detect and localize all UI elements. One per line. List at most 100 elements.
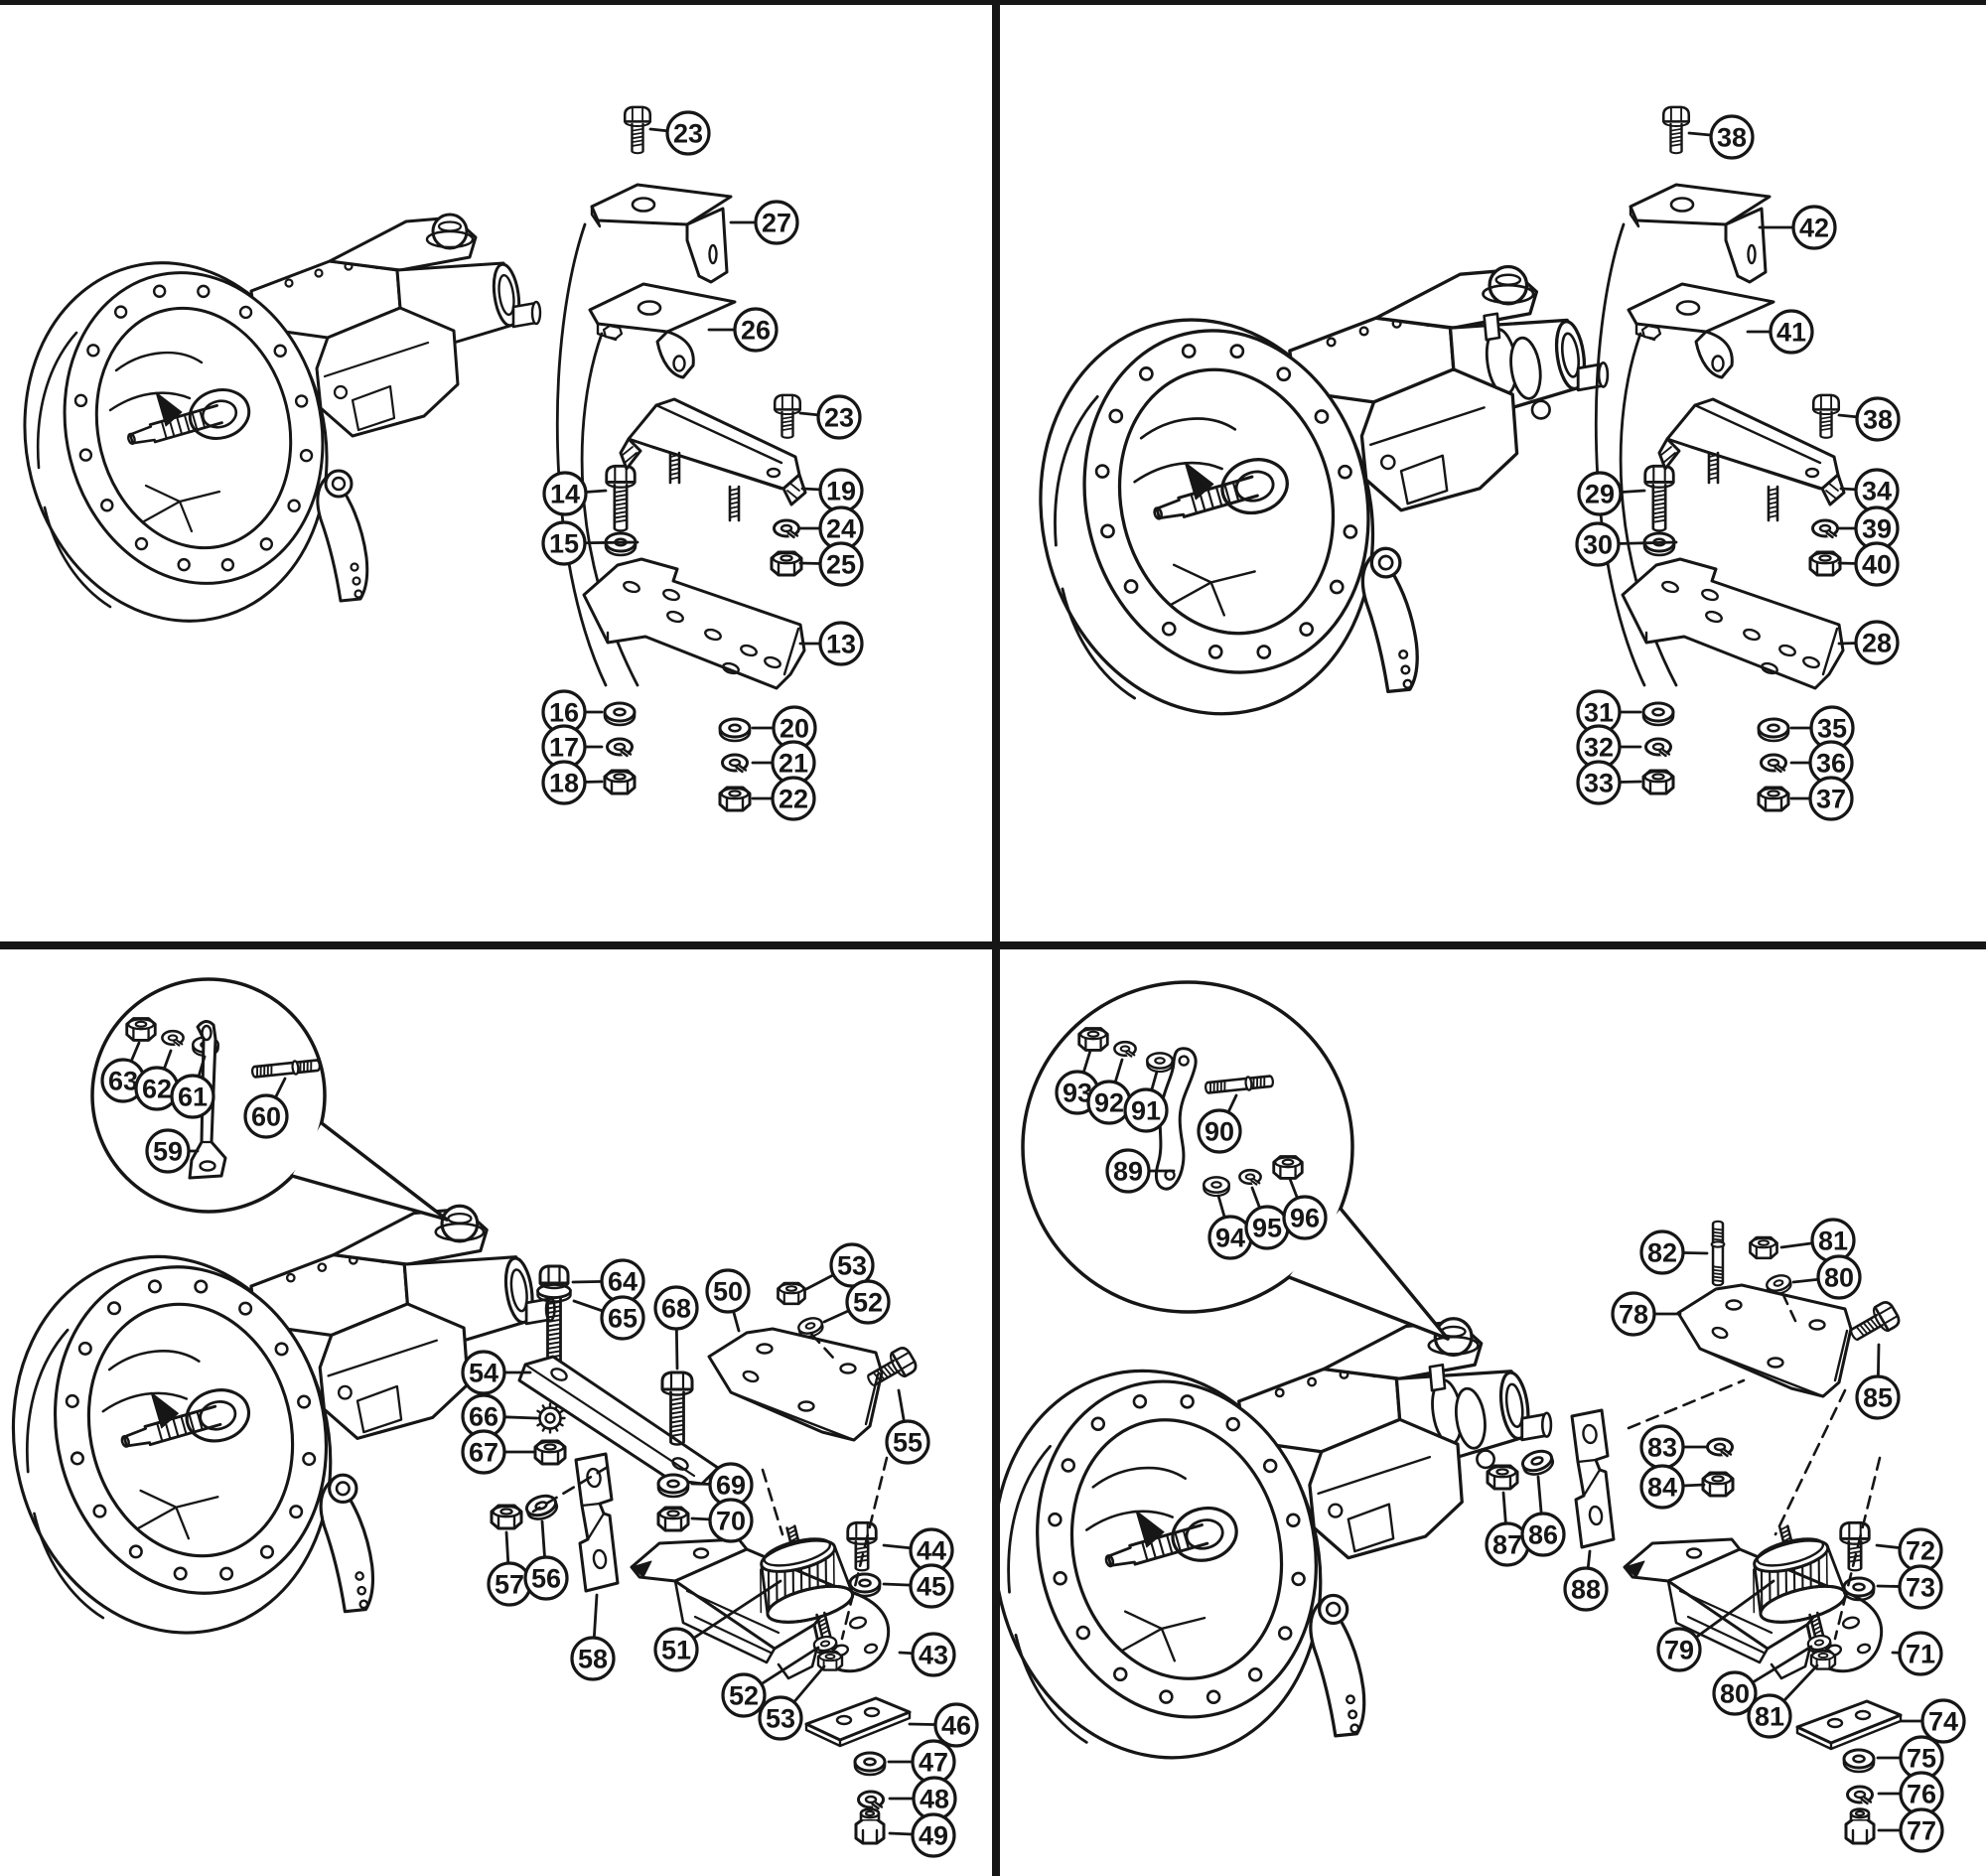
part-boltV xyxy=(1811,393,1841,439)
callout-78: 78 xyxy=(1611,1291,1656,1337)
callout-58: 58 xyxy=(570,1636,616,1681)
gearbox-illustration xyxy=(23,213,542,623)
callout-33: 33 xyxy=(1576,760,1622,805)
svg-text:62: 62 xyxy=(142,1075,172,1104)
part-nut xyxy=(770,550,803,577)
svg-text:77: 77 xyxy=(1907,1816,1936,1846)
callout-82: 82 xyxy=(1639,1229,1685,1275)
callout-53: 53 xyxy=(829,1242,875,1288)
svg-text:53: 53 xyxy=(766,1704,795,1734)
svg-text:35: 35 xyxy=(1817,714,1847,744)
part-spw xyxy=(1846,1785,1874,1805)
callout-13: 13 xyxy=(818,621,864,666)
svg-text:67: 67 xyxy=(469,1438,498,1468)
part-nut xyxy=(1749,1235,1778,1260)
part-washer xyxy=(797,1317,824,1338)
callout-92: 92 xyxy=(1086,1080,1132,1125)
svg-text:55: 55 xyxy=(893,1428,922,1458)
exploded-parts xyxy=(1077,1027,1903,1845)
part-studH xyxy=(1710,1220,1726,1287)
part-boltV xyxy=(773,393,802,439)
callout-38: 38 xyxy=(1709,114,1755,160)
svg-text:95: 95 xyxy=(1252,1214,1282,1243)
part-nut xyxy=(1808,550,1842,577)
callout-41: 41 xyxy=(1769,309,1814,355)
part-bracketT xyxy=(1627,282,1775,379)
part-washer xyxy=(604,531,638,557)
part-nut xyxy=(1757,786,1790,812)
svg-text:72: 72 xyxy=(1906,1536,1935,1566)
svg-text:41: 41 xyxy=(1776,318,1806,348)
svg-text:36: 36 xyxy=(1816,749,1846,779)
callout-65: 65 xyxy=(600,1295,645,1341)
callout-91: 91 xyxy=(1123,1087,1169,1133)
svg-text:60: 60 xyxy=(251,1102,281,1132)
svg-text:23: 23 xyxy=(673,119,703,149)
svg-text:26: 26 xyxy=(741,316,771,346)
callout-47: 47 xyxy=(911,1739,956,1785)
part-washer xyxy=(656,1473,690,1499)
part-star xyxy=(534,1402,566,1434)
part-spw xyxy=(721,753,749,774)
part-washer xyxy=(718,717,752,743)
svg-text:37: 37 xyxy=(1816,785,1846,814)
svg-text:20: 20 xyxy=(780,714,809,744)
part-washer xyxy=(853,1751,887,1777)
svg-text:84: 84 xyxy=(1647,1473,1677,1503)
part-plate46 xyxy=(804,1696,912,1748)
svg-text:30: 30 xyxy=(1583,530,1613,560)
gearbox-illustration xyxy=(11,1204,556,1635)
callout-76: 76 xyxy=(1899,1771,1944,1816)
svg-text:76: 76 xyxy=(1907,1780,1936,1809)
part-nut xyxy=(533,1439,567,1466)
callout-15: 15 xyxy=(541,520,587,566)
svg-text:66: 66 xyxy=(469,1402,498,1432)
svg-text:56: 56 xyxy=(531,1564,561,1594)
part-plateP xyxy=(1621,557,1845,690)
part-spw xyxy=(1760,753,1787,774)
svg-text:18: 18 xyxy=(549,769,579,798)
part-spw xyxy=(1238,1168,1262,1186)
svg-text:74: 74 xyxy=(1928,1707,1958,1737)
part-spw xyxy=(773,518,800,539)
svg-text:96: 96 xyxy=(1290,1204,1320,1233)
svg-text:64: 64 xyxy=(608,1267,638,1297)
svg-text:38: 38 xyxy=(1717,123,1747,153)
callout-53: 53 xyxy=(758,1695,803,1741)
exploded-parts xyxy=(1621,105,1846,812)
svg-text:59: 59 xyxy=(153,1137,183,1167)
svg-text:57: 57 xyxy=(495,1570,524,1600)
svg-text:21: 21 xyxy=(779,749,808,779)
part-nut xyxy=(125,1017,157,1042)
part-boltW xyxy=(536,1264,572,1365)
svg-text:82: 82 xyxy=(1647,1238,1677,1268)
svg-text:61: 61 xyxy=(178,1082,208,1112)
callout-85: 85 xyxy=(1855,1374,1901,1420)
part-washer xyxy=(1145,1052,1175,1074)
vertical-divider xyxy=(992,0,1000,1876)
part-nut xyxy=(490,1504,523,1530)
svg-text:54: 54 xyxy=(469,1359,498,1388)
exploded-parts xyxy=(582,105,807,812)
svg-text:33: 33 xyxy=(1584,769,1614,798)
svg-text:13: 13 xyxy=(826,630,856,659)
callout-80: 80 xyxy=(1816,1254,1862,1300)
svg-text:80: 80 xyxy=(1824,1263,1854,1293)
part-bracket50 xyxy=(707,1327,884,1442)
part-nut xyxy=(1701,1471,1735,1498)
svg-text:89: 89 xyxy=(1113,1157,1143,1187)
part-washer xyxy=(1842,1576,1876,1602)
part-spw xyxy=(161,1029,185,1047)
svg-text:44: 44 xyxy=(917,1536,946,1566)
svg-text:85: 85 xyxy=(1863,1383,1893,1413)
callout-37: 37 xyxy=(1808,776,1854,821)
svg-text:39: 39 xyxy=(1862,514,1892,544)
